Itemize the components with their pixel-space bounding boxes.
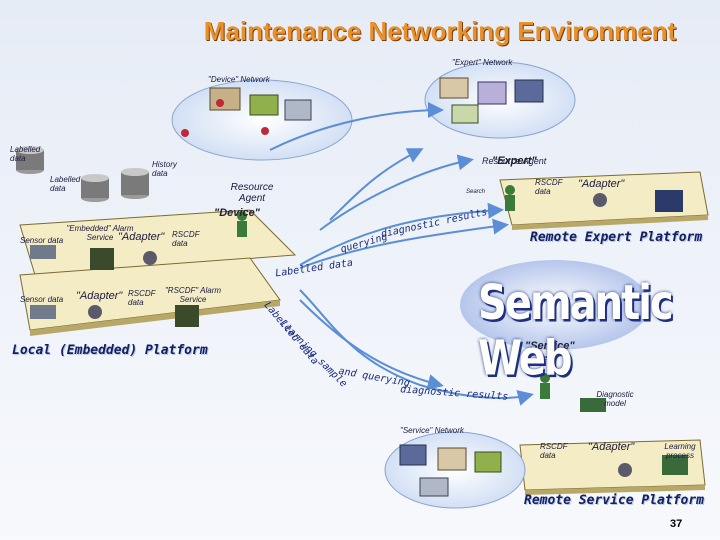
rscdf-data-label-local-2: RSCDF data xyxy=(128,289,156,307)
adapter-label-service: "Adapter" xyxy=(588,441,635,453)
expert-network-cloud xyxy=(424,61,576,139)
service-label: "Service" xyxy=(525,340,575,352)
local-sensor-devices xyxy=(30,245,199,327)
adapter-label-local-2: "Adapter" xyxy=(76,290,123,302)
remote-expert-devices xyxy=(593,190,683,212)
semantic-web-glow xyxy=(460,260,650,350)
remote-service-platform-label: Remote Service Platform xyxy=(524,493,705,508)
semantic-web-label: Semantic Web xyxy=(478,276,674,387)
service-network-cloud xyxy=(384,431,526,509)
resource-agent-expert-label: Resource Agent xyxy=(482,156,547,166)
expert-agent-figure xyxy=(505,185,515,211)
search-label: Search xyxy=(466,189,486,195)
rscdf-data-label-service: RSCDF data xyxy=(540,442,568,460)
learning-process-label: Learning process xyxy=(664,442,696,460)
device-agent-figure xyxy=(237,211,247,237)
labelled-data-label-2: Labelled data xyxy=(50,175,81,193)
page-number: 37 xyxy=(670,518,683,530)
diagnostic-model-label: Diagnostic model xyxy=(596,390,634,408)
sensor-data-label-1: Sensor data xyxy=(20,236,64,245)
page-title: Maintenance Networking Environment xyxy=(203,16,677,46)
remote-service-platform-slab xyxy=(519,439,706,495)
remote-expert-platform-label: Remote Expert Platform xyxy=(530,230,703,245)
history-data-label: History data xyxy=(152,160,177,178)
device-network-cloud xyxy=(171,79,353,161)
local-platform-slab xyxy=(19,209,297,336)
service-network-label: "Service" Network xyxy=(400,426,464,435)
rscdf-data-label-expert: RSCDF data xyxy=(535,178,563,196)
labelled-data-label-1: Labelled data xyxy=(10,145,41,163)
labelled-data-stack-1 xyxy=(16,146,44,174)
service-agent-figure xyxy=(540,373,550,399)
agent-label: Agent xyxy=(535,355,554,362)
labelled-data-stack-2 xyxy=(81,174,109,202)
device-network-label: "Device" Network xyxy=(208,75,270,84)
resource-agent-label: Resource Agent xyxy=(230,182,274,204)
rscdf-alarm-service-label: "RSCDF" Alarm Service xyxy=(164,286,222,304)
device-label: "Device" xyxy=(214,207,260,219)
rscdf-data-label-local-1: RSCDF data xyxy=(172,230,200,248)
expert-network-label: "Expert" Network xyxy=(452,58,513,67)
adapter-label-local-1: "Adapter" xyxy=(118,231,165,243)
sensor-data-label-2: Sensor data xyxy=(20,295,64,304)
flow-arrows xyxy=(269,102,534,406)
local-platform-label: Local (Embedded) Platform xyxy=(12,343,208,358)
remote-service-devices xyxy=(580,398,688,477)
embedded-alarm-service-label: "Embedded" Alarm Service xyxy=(66,224,134,242)
adapter-label-expert: "Adapter" xyxy=(578,178,625,190)
expert-label: "Expert" xyxy=(492,155,537,167)
history-data-stack xyxy=(121,168,149,199)
